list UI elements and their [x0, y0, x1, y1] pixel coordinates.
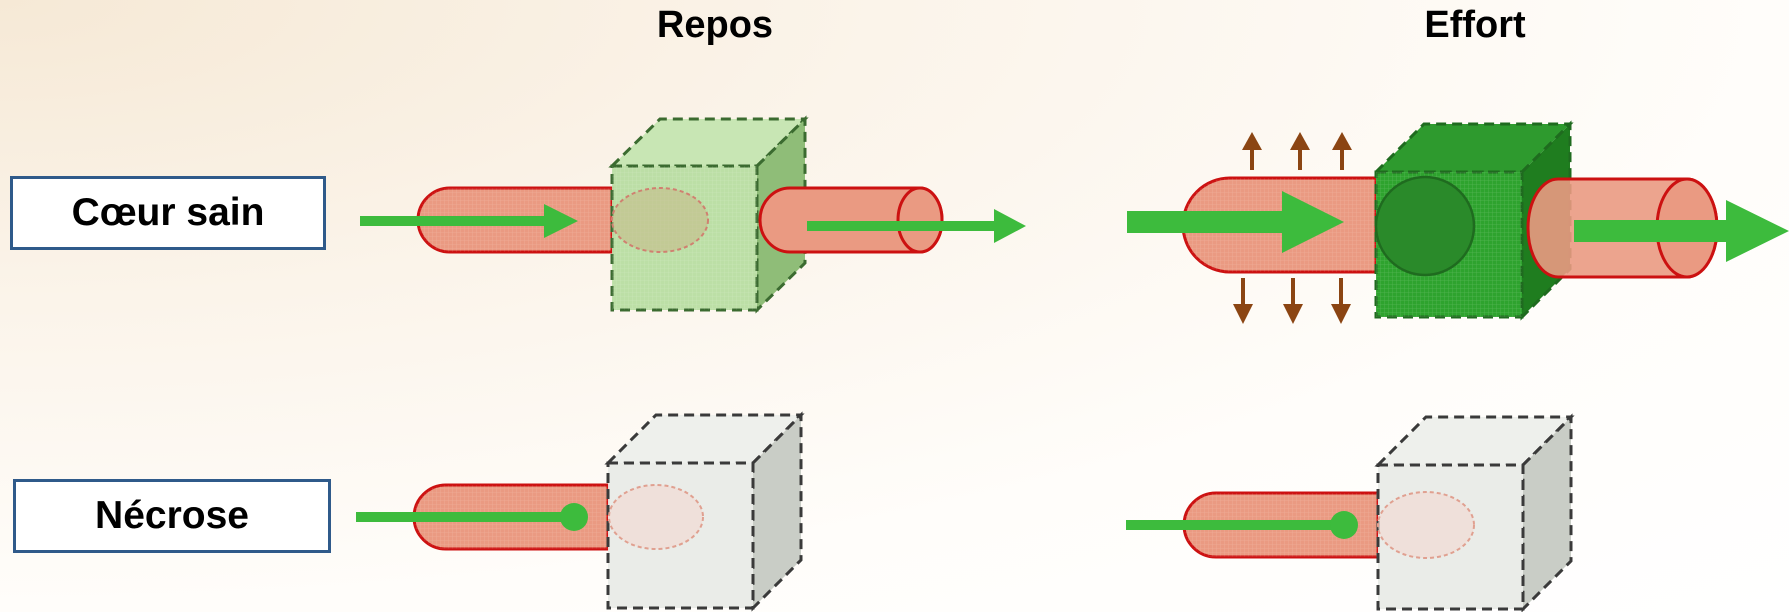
- myocardium-cube: [608, 115, 809, 314]
- column-title-effort: Effort: [1424, 4, 1526, 46]
- necrosis-effort-scene: [1126, 413, 1575, 612]
- necrotic-cube: [604, 411, 805, 612]
- vasodilation-arrows: [1233, 132, 1352, 324]
- flow-blocked-line-effort: [1126, 511, 1358, 539]
- flow-blocked-line: [356, 503, 588, 531]
- row-label-healthy: Cœur sain: [10, 176, 326, 250]
- healthy-effort-scene: [1127, 120, 1789, 324]
- row-label-necrosis: Nécrose: [13, 479, 331, 553]
- necrosis-rest-scene: [356, 411, 805, 612]
- necrotic-cube-effort: [1374, 413, 1575, 612]
- flow-arrow-large: [1127, 191, 1789, 262]
- column-title-rest: Repos: [656, 4, 774, 46]
- healthy-rest-scene: [360, 115, 1026, 314]
- flow-arrow: [360, 204, 1026, 243]
- vessel-out: [758, 186, 944, 254]
